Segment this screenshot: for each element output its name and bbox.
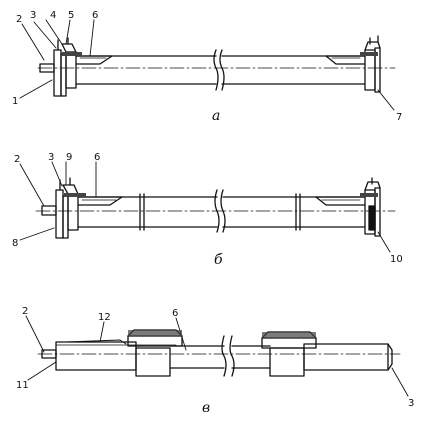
callout-b-9: 9: [66, 152, 72, 163]
callout-a-7: 7: [396, 112, 402, 123]
panel-b-drawing: [35, 177, 396, 239]
callout-b-2: 2: [14, 154, 20, 165]
callout-c-11: 11: [16, 380, 29, 391]
callout-c-12: 12: [98, 312, 111, 323]
panel-c-drawing: [37, 329, 401, 377]
callout-c-3: 3: [408, 398, 414, 409]
callout-c-2: 2: [22, 306, 28, 317]
panel-b-caption: б: [214, 252, 223, 268]
callout-a-2: 2: [16, 14, 22, 25]
callout-a-3: 3: [30, 10, 36, 21]
callout-b-6: 6: [94, 152, 100, 163]
callout-a-4: 4: [50, 10, 56, 21]
callout-b-10: 10: [390, 254, 403, 265]
callout-b-3: 3: [48, 152, 54, 163]
leader-lines: [19, 19, 409, 397]
callout-a-5: 5: [68, 10, 74, 21]
hatch-fills: [62, 52, 378, 338]
callout-b-8: 8: [12, 238, 18, 249]
panel-a-caption: а: [212, 108, 220, 124]
callout-c-6: 6: [172, 308, 178, 319]
panel-c-caption: в: [202, 400, 210, 416]
callout-a-6: 6: [92, 10, 98, 21]
callout-a-1: 1: [12, 96, 18, 107]
